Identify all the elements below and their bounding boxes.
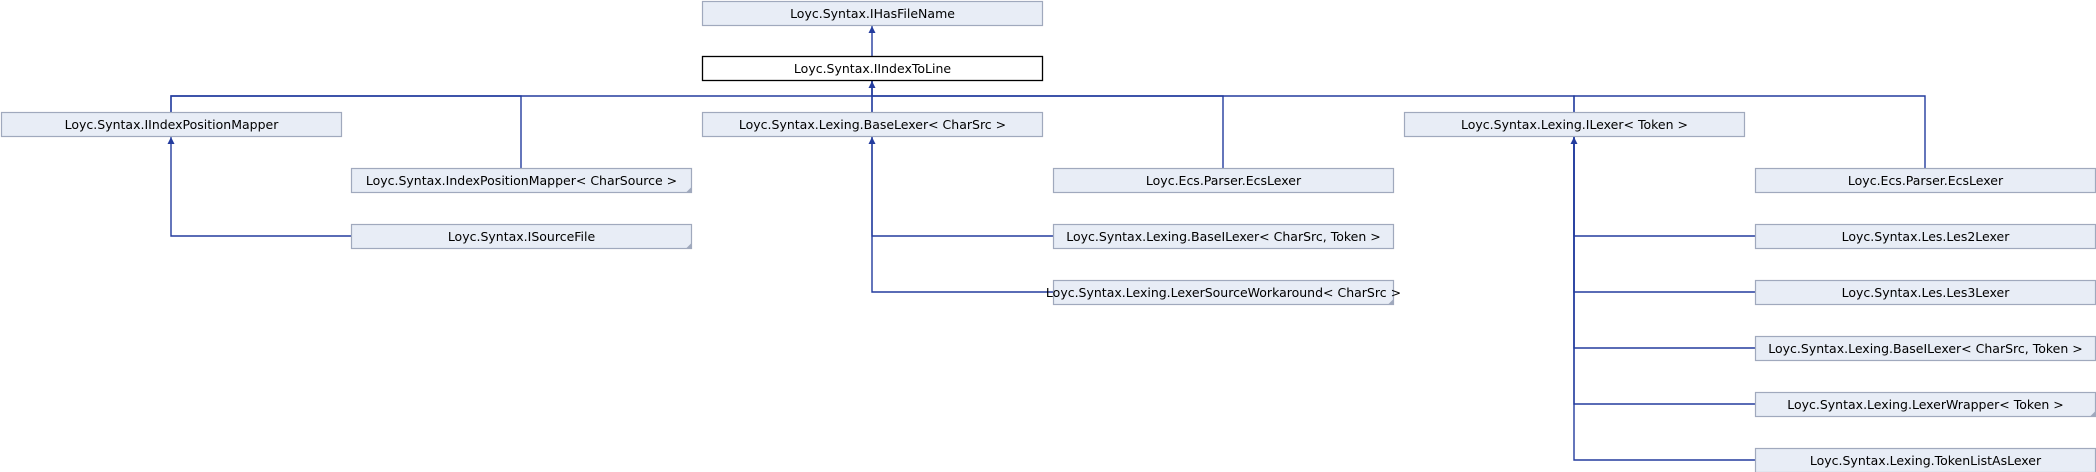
- class-node-ecslexer2[interactable]: Loyc.Ecs.Parser.EcsLexer: [1754, 167, 2096, 194]
- class-node-box: [1754, 223, 2096, 250]
- arrowhead-ilexer: [1570, 137, 1578, 144]
- edge-isourcefile-to-iindexpositionmapper: [170, 137, 351, 237]
- class-node-box: [1754, 391, 2096, 418]
- class-node-box: [350, 223, 693, 250]
- edge-tokenlistaslexer-to-ilexer: [1573, 137, 1755, 461]
- class-node-label: Loyc.Syntax.Lexing.LexerSourceWorkaround…: [1046, 285, 1401, 300]
- class-node-box: [1052, 279, 1395, 306]
- arrowhead-baselexer: [868, 137, 876, 144]
- edge-lexersourceworkaround-to-baselexer: [871, 137, 1053, 293]
- class-node-baseilexer2[interactable]: Loyc.Syntax.Lexing.BaseILexer< CharSrc, …: [1754, 335, 2096, 362]
- more-descendants-marker: [2090, 411, 2096, 417]
- class-node-iindextoline: Loyc.Syntax.IIndexToLine: [701, 55, 1044, 82]
- class-node-label: Loyc.Syntax.Lexing.BaseILexer< CharSrc, …: [1768, 341, 2082, 356]
- class-node-label: Loyc.Syntax.IIndexToLine: [794, 61, 951, 76]
- class-node-ecslexer1[interactable]: Loyc.Ecs.Parser.EcsLexer: [1052, 167, 1395, 194]
- class-node-label: Loyc.Syntax.Lexing.BaseILexer< CharSrc, …: [1066, 229, 1380, 244]
- class-node-label: Loyc.Syntax.Lexing.LexerWrapper< Token >: [1787, 397, 2064, 412]
- class-node-label: Loyc.Syntax.Les.Les3Lexer: [1842, 285, 2011, 300]
- class-node-box: [1052, 167, 1395, 194]
- edge-les2lexer-to-ilexer: [1573, 137, 1755, 237]
- class-node-iindexpositionmapper[interactable]: Loyc.Syntax.IIndexPositionMapper: [0, 111, 343, 138]
- arrowhead-ihasfilename: [868, 26, 876, 33]
- class-node-box: [1403, 111, 1746, 138]
- class-node-ihasfilename[interactable]: Loyc.Syntax.IHasFileName: [701, 0, 1044, 27]
- class-node-isourcefile[interactable]: Loyc.Syntax.ISourceFile: [350, 223, 693, 250]
- class-node-box: [1754, 167, 2096, 194]
- edge-baseilexer1-to-baselexer: [871, 137, 1053, 237]
- class-node-tokenlistaslexer[interactable]: Loyc.Syntax.Lexing.TokenListAsLexer: [1754, 447, 2096, 472]
- class-node-box: [701, 0, 1044, 27]
- class-node-label: Loyc.Syntax.Lexing.TokenListAsLexer: [1810, 453, 2042, 468]
- class-node-label: Loyc.Syntax.IndexPositionMapper< CharSou…: [366, 173, 677, 188]
- class-node-lexersourceworkaround[interactable]: Loyc.Syntax.Lexing.LexerSourceWorkaround…: [1046, 279, 1401, 306]
- class-node-label: Loyc.Syntax.Les.Les2Lexer: [1842, 229, 2011, 244]
- class-node-box: [1754, 279, 2096, 306]
- class-node-box: [0, 111, 343, 138]
- class-node-les2lexer[interactable]: Loyc.Syntax.Les.Les2Lexer: [1754, 223, 2096, 250]
- class-node-baseilexer1[interactable]: Loyc.Syntax.Lexing.BaseILexer< CharSrc, …: [1052, 223, 1395, 250]
- class-node-label: Loyc.Syntax.ISourceFile: [448, 229, 596, 244]
- class-node-box: [701, 111, 1044, 138]
- class-node-label: Loyc.Ecs.Parser.EcsLexer: [1848, 173, 2004, 188]
- edges-layer: [167, 26, 1926, 461]
- class-node-label: Loyc.Syntax.Lexing.ILexer< Token >: [1461, 117, 1688, 132]
- class-node-box: [701, 55, 1044, 82]
- class-node-indexpositionmapper[interactable]: Loyc.Syntax.IndexPositionMapper< CharSou…: [350, 167, 693, 194]
- edge-les3lexer-to-ilexer: [1573, 137, 1755, 293]
- more-descendants-marker: [1388, 299, 1394, 305]
- more-descendants-marker: [686, 187, 692, 193]
- arrowhead-iindextoline: [868, 81, 876, 88]
- class-node-les3lexer[interactable]: Loyc.Syntax.Les.Les3Lexer: [1754, 279, 2096, 306]
- class-node-box: [1052, 223, 1395, 250]
- more-descendants-marker: [686, 243, 692, 249]
- class-node-label: Loyc.Ecs.Parser.EcsLexer: [1146, 173, 1302, 188]
- class-node-label: Loyc.Syntax.IHasFileName: [790, 6, 955, 21]
- class-node-label: Loyc.Syntax.IIndexPositionMapper: [65, 117, 280, 132]
- edge-baseilexer2-to-ilexer: [1573, 137, 1755, 349]
- class-node-lexerwrapper[interactable]: Loyc.Syntax.Lexing.LexerWrapper< Token >: [1754, 391, 2096, 418]
- class-node-box: [350, 167, 693, 194]
- class-node-ilexer[interactable]: Loyc.Syntax.Lexing.ILexer< Token >: [1403, 111, 1746, 138]
- class-node-baselexer[interactable]: Loyc.Syntax.Lexing.BaseLexer< CharSrc >: [701, 111, 1044, 138]
- arrowhead-iindexpositionmapper: [167, 137, 175, 144]
- class-node-box: [1754, 335, 2096, 362]
- class-node-label: Loyc.Syntax.Lexing.BaseLexer< CharSrc >: [739, 117, 1006, 132]
- edge-lexerwrapper-to-ilexer: [1573, 137, 1755, 405]
